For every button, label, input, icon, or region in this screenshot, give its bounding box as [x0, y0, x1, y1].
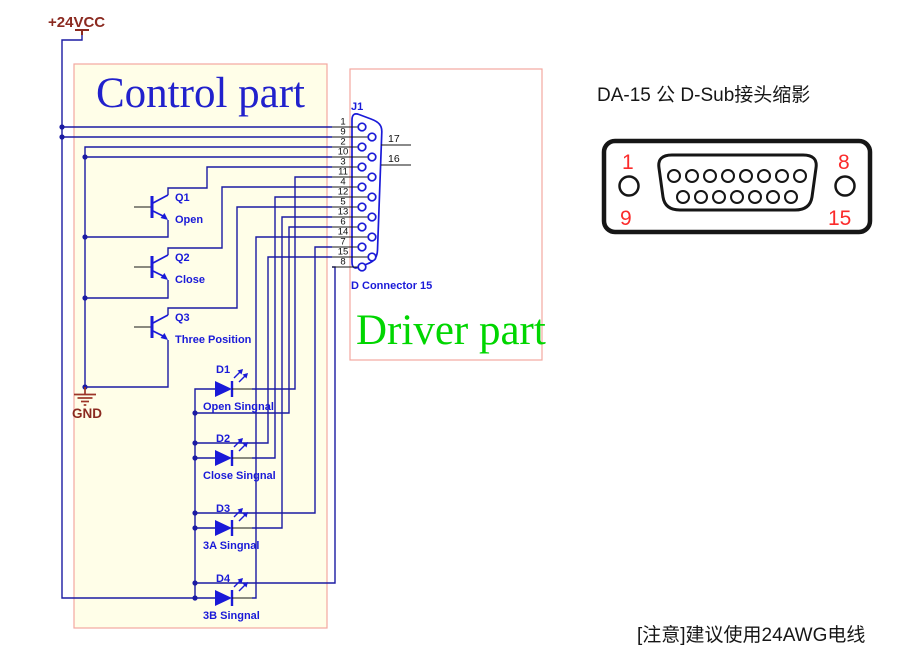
- wire-pin3-q1: [167, 166, 332, 195]
- led-d4: D4 3B Singnal: [203, 573, 260, 622]
- transistor-q1: Q1 Open: [132, 192, 203, 226]
- led-ref: D4: [216, 573, 231, 585]
- dsub-mount-hole-right: [834, 175, 856, 197]
- led-label: Open Singnal: [203, 401, 274, 413]
- dsub-pin1-number: 1: [622, 151, 634, 174]
- transistor-ref: Q2: [175, 252, 190, 264]
- pin-number: 1: [340, 117, 345, 128]
- transistor-q3: Q3 Three Position: [132, 312, 252, 346]
- wire-pin6: [195, 226, 332, 414]
- led-d3: D3 3A Singnal: [203, 503, 259, 552]
- driver-part-title: Driver part: [356, 307, 546, 354]
- dsub-pin9-number: 9: [620, 207, 632, 230]
- pin-number: 15: [338, 247, 349, 258]
- wire-pin15: [195, 256, 332, 444]
- transistor-ref: Q1: [175, 192, 190, 204]
- pin-number: 6: [340, 217, 345, 228]
- transistor-ref: Q3: [175, 312, 190, 324]
- wires: [61, 35, 336, 599]
- pin-number: 2: [340, 137, 345, 148]
- driver-part-box: [349, 68, 543, 361]
- wire-pin12-d2: [252, 196, 332, 459]
- led-d1: D1 Open Singnal: [203, 364, 274, 413]
- pin-number: 8: [340, 257, 345, 268]
- pin-number: 9: [340, 127, 345, 138]
- connector-label: D Connector 15: [351, 280, 432, 292]
- junction-dots: [59, 124, 198, 601]
- wire-pin2: [84, 146, 332, 157]
- connector-j1: J1 1 9 2 10 3 11 4 12 5 1: [332, 101, 432, 292]
- wire-pin13-d3: [252, 216, 332, 529]
- wire-pin7: [195, 246, 332, 514]
- vcc-power-symbol: +24VCC: [48, 14, 105, 35]
- led-label: 3A Singnal: [203, 540, 259, 552]
- pin-number: 4: [340, 177, 345, 188]
- led-label: 3B Singnal: [203, 610, 260, 622]
- pin-number: 3: [340, 157, 345, 168]
- wire-vcc-rail: [61, 35, 215, 599]
- dsub-mount-hole-left: [618, 175, 640, 197]
- transistor-label: Open: [175, 214, 203, 226]
- pin-number: 11: [338, 167, 348, 178]
- wire-q3-emitter: [85, 340, 169, 388]
- side-pin-number: 17: [388, 133, 400, 145]
- led-d2: D2 Close Singnal: [203, 433, 276, 482]
- led-ref: D2: [216, 433, 230, 445]
- pin-number: 13: [338, 207, 349, 218]
- control-part-title: Control part: [96, 70, 305, 117]
- transistor-q2: Q2 Close: [132, 252, 205, 286]
- dsub-pin8-number: 8: [838, 151, 850, 174]
- pin-number: 14: [338, 227, 349, 238]
- led-label: Close Singnal: [203, 470, 276, 482]
- wire-q2-emitter: [85, 280, 169, 299]
- wire-pin4-q2: [167, 186, 332, 255]
- led-ref: D1: [216, 364, 230, 376]
- pin-number: 7: [340, 237, 345, 248]
- side-pin-number: 16: [388, 153, 400, 165]
- note-text: [注意]建议使用24AWG电线: [637, 624, 865, 646]
- wire-q1-emitter: [85, 220, 169, 238]
- connector-ref: J1: [351, 101, 363, 113]
- dsub-pin-row-bottom: [676, 190, 798, 204]
- dsub-pin-row-top: [667, 169, 807, 183]
- wire-pin5-q3: [167, 206, 332, 315]
- pin-number: 10: [338, 147, 349, 158]
- control-part-box: [73, 63, 328, 629]
- wire-pin11-d1: [252, 176, 332, 390]
- transistor-label: Close: [175, 274, 205, 286]
- gnd-symbol: GND: [72, 386, 102, 421]
- pin-number: 12: [338, 187, 349, 198]
- dsub-inset: DA-15 公 D-Sub接头缩影 1 8 9 15: [597, 84, 873, 235]
- dsub-title: DA-15 公 D-Sub接头缩影: [597, 84, 810, 106]
- vcc-label: +24VCC: [48, 14, 105, 31]
- pin-number: 5: [340, 197, 345, 208]
- dsub-pin15-number: 15: [828, 207, 851, 230]
- gnd-label: GND: [72, 406, 102, 421]
- wire-pin14-d4: [252, 236, 332, 599]
- transistor-label: Three Position: [175, 334, 252, 346]
- led-ref: D3: [216, 503, 230, 515]
